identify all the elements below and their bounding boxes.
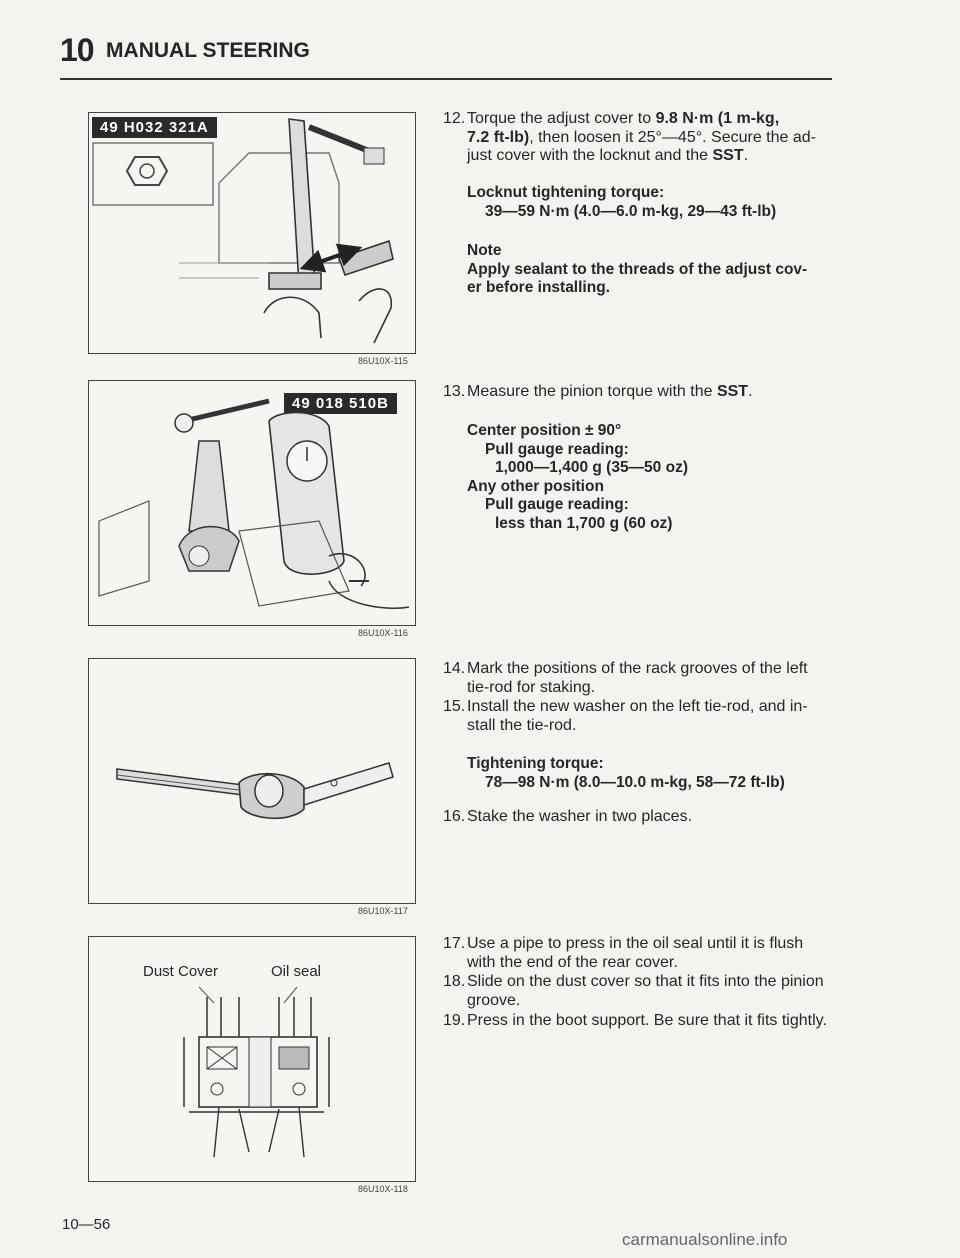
figure-tie-rod (88, 658, 416, 904)
punct: . (748, 383, 753, 400)
spec-label: Pull gauge reading: (485, 440, 629, 458)
sst-ref: SST (716, 383, 749, 400)
spec-value: 39—59 N·m (4.0—6.0 m-kg, 29—43 ft-lb) (485, 202, 777, 220)
figure-caption: 86U10X-118 (358, 1184, 408, 1194)
step-text: groove. (467, 991, 521, 1009)
step-number: 18. (443, 973, 466, 990)
punct: . (743, 147, 749, 165)
page-number: 10—56 (62, 1216, 111, 1233)
step-text: Torque the adjust cover to (467, 110, 656, 127)
spec-label: Locknut tightening torque: (467, 184, 665, 201)
step-text: Press in the boot support. Be sure that … (467, 1012, 827, 1029)
watermark: carmanualsonline.info (622, 1230, 788, 1249)
figure-adjust-cover-torque: 49 H032 321A (88, 112, 416, 354)
step-number: 14. (443, 660, 466, 677)
chapter-title: MANUAL STEERING (106, 39, 310, 62)
spec-value: 1,000—1,400 g (35—50 oz) (495, 459, 688, 477)
step-text: Use a pipe to press in the oil seal unti… (467, 935, 804, 952)
step-number: 15. (443, 698, 466, 715)
step-text: Measure the pinion torque with the (467, 383, 717, 400)
spec-value: 78—98 N·m (8.0—10.0 m-kg, 58—72 ft-lb) (485, 773, 785, 791)
sst-number-label: 49 H032 321A (92, 117, 217, 138)
spec-value: less than 1,700 g (60 oz) (495, 514, 673, 532)
spec-label: Any other position (467, 477, 604, 495)
step-14: 14.Mark the positions of the rack groove… (443, 660, 843, 697)
step-number: 12. (443, 110, 466, 127)
step-text: Mark the positions of the rack grooves o… (467, 660, 808, 677)
step-12: 12.Torque the adjust cover to 9.8 N·m (1… (443, 110, 843, 166)
step-text: tie-rod for staking. (467, 678, 596, 696)
sst-number-label: 49 018 510B (284, 393, 397, 414)
dust-cover-illustration (183, 986, 330, 1158)
spec-label: Pull gauge reading: (485, 496, 629, 514)
step-17: 17.Use a pipe to press in the oil seal u… (443, 935, 843, 972)
figure-caption: 86U10X-117 (358, 906, 408, 916)
chapter-number: 10 (60, 32, 95, 68)
oil-seal-label: Oil seal (271, 963, 322, 980)
figure-dust-cover: Dust Cover Oil seal (88, 936, 416, 1182)
step-16: 16.Stake the washer in two places. (443, 808, 843, 827)
torque-value: 7.2 ft-lb) (467, 128, 530, 146)
tie-rod-illustration (116, 762, 394, 820)
page-header: 10 MANUAL STEERING (60, 32, 310, 69)
header-rule (60, 78, 832, 80)
step-text: with the end of the rear cover. (467, 953, 678, 971)
torque-wrench-illustration (92, 118, 394, 344)
step-text: Stake the washer in two places. (467, 808, 693, 825)
step-number: 16. (443, 808, 466, 825)
tie-rod-torque-spec: Tightening torque: 78—98 N·m (8.0—10.0 m… (467, 755, 785, 792)
step-13: 13.Measure the pinion torque with the SS… (443, 383, 843, 402)
step-text: , then loosen it 25°—45°. Secure the ad- (529, 128, 816, 146)
note-block: Note Apply sealant to the threads of the… (467, 242, 807, 298)
torque-value: 9.8 N·m (1 m-kg, (655, 110, 780, 127)
step-18: 18.Slide on the dust cover so that it fi… (443, 973, 843, 1010)
step-number: 17. (443, 935, 466, 952)
pull-gauge-spec: Center position ± 90° Pull gauge reading… (467, 422, 688, 534)
sst-ref: SST (712, 147, 744, 165)
figure-pinion-torque: 49 018 510B (88, 380, 416, 626)
step-number: 19. (443, 1012, 466, 1029)
locknut-torque-spec: Locknut tightening torque: 39—59 N·m (4.… (467, 184, 776, 221)
spec-label: Tightening torque: (467, 755, 604, 772)
note-text: er before installing. (467, 279, 610, 297)
spec-label: Center position ± 90° (467, 422, 622, 439)
figure-caption: 86U10X-115 (358, 356, 408, 366)
dust-cover-label: Dust Cover (143, 963, 219, 980)
note-text: Apply sealant to the threads of the adju… (467, 260, 808, 278)
step-number: 13. (443, 383, 466, 400)
note-label: Note (467, 242, 502, 259)
step-19: 19.Press in the boot support. Be sure th… (443, 1012, 843, 1031)
figure-caption: 86U10X-116 (358, 628, 408, 638)
step-15: 15.Install the new washer on the left ti… (443, 698, 843, 735)
step-text: stall the tie-rod. (467, 716, 577, 734)
step-text: Slide on the dust cover so that it fits … (467, 973, 824, 990)
step-text: just cover with the locknut and the (467, 147, 713, 165)
step-text: Install the new washer on the left tie-r… (467, 698, 808, 715)
pull-gauge-illustration (98, 398, 410, 609)
